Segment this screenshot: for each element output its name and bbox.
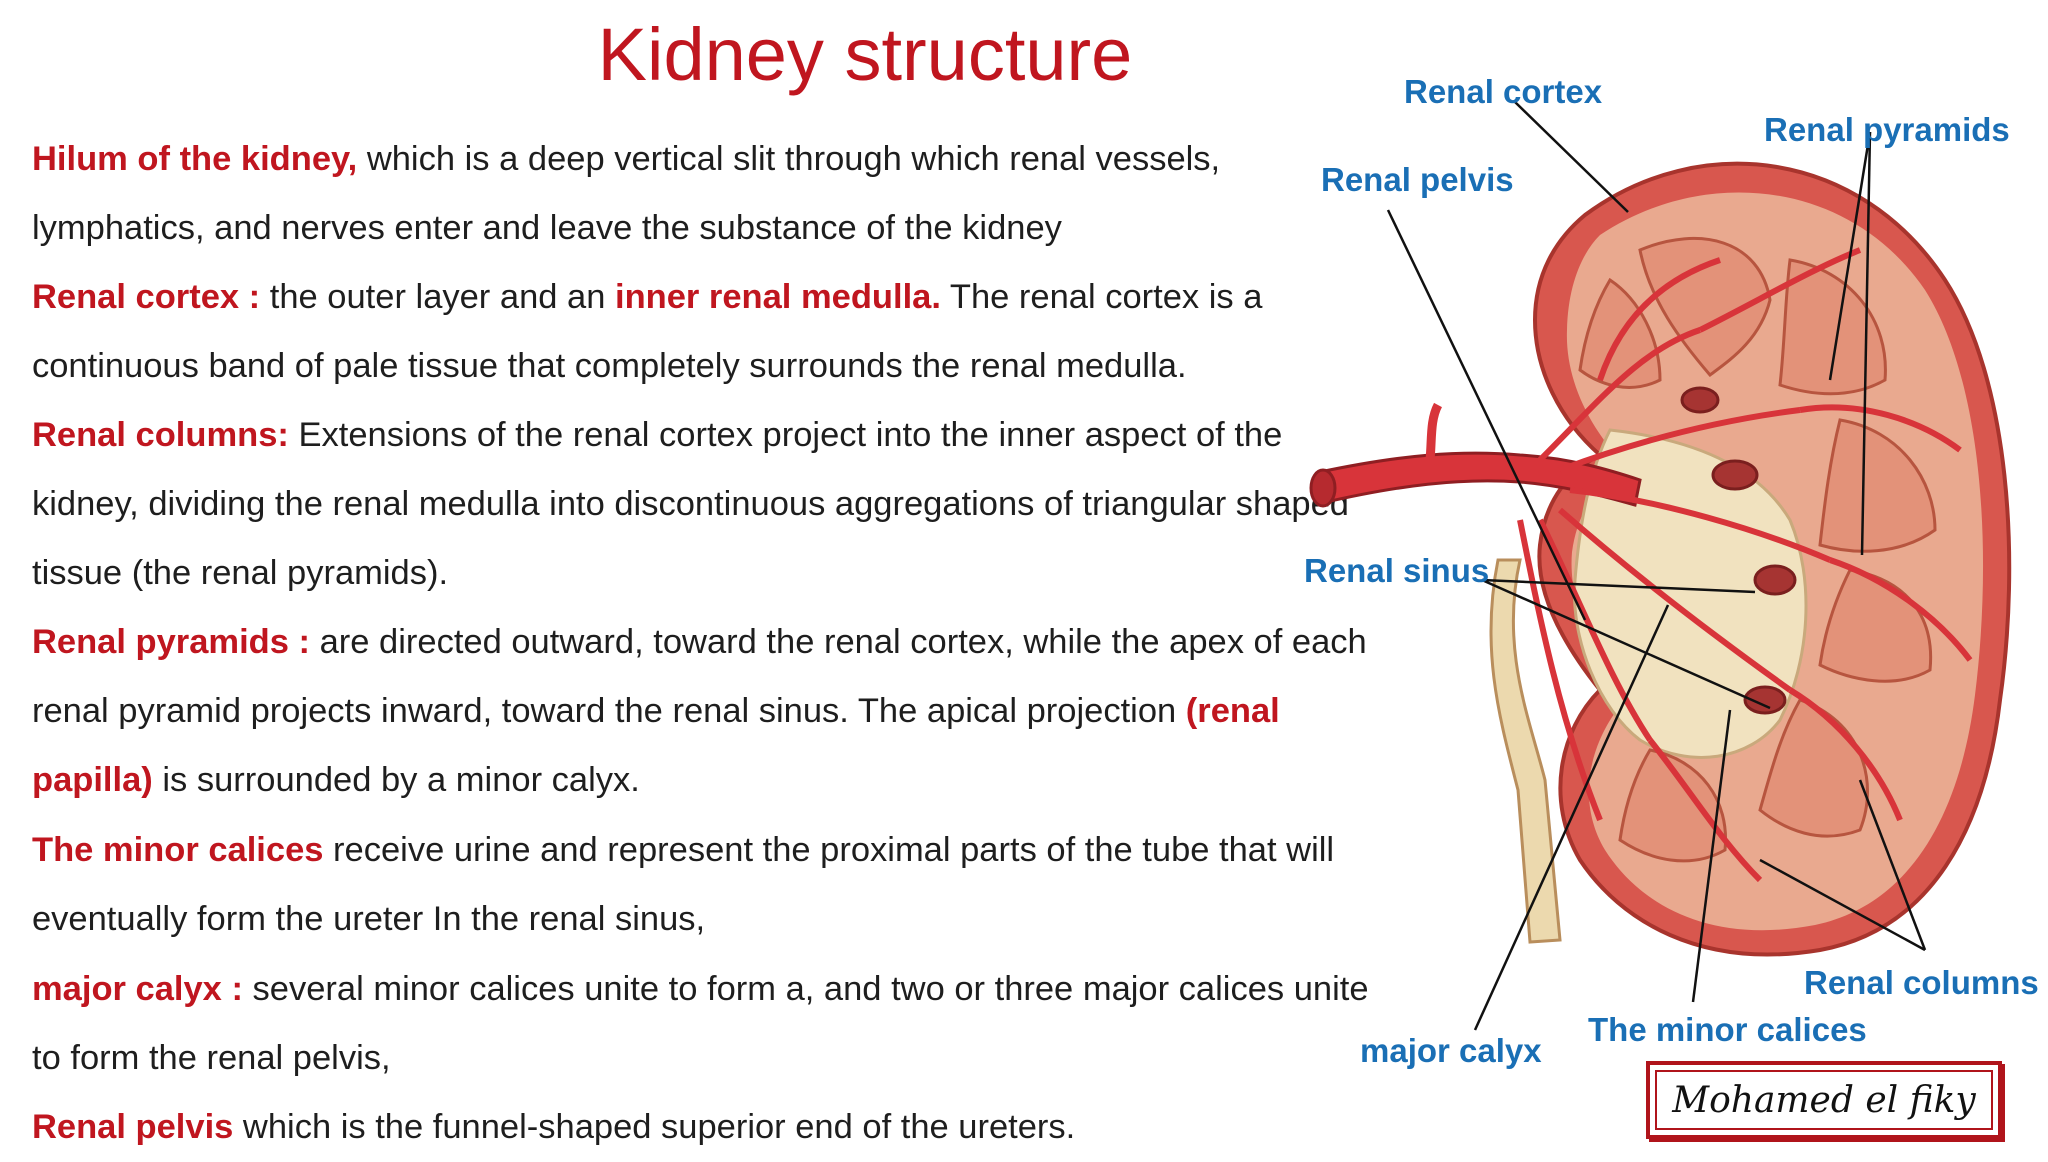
pyramid [1818,418,1937,553]
paragraph-hilum: Hilum of the kidney, which is a deep ver… [32,125,1382,263]
pyramid [1638,236,1772,378]
term-renal-cortex: Renal cortex : [32,278,261,316]
slide-title: Kidney structure [597,13,1133,96]
kidney-illustration: Renal cortex Renal pyramids Renal pelvis… [1280,60,2048,1152]
paragraph-major-calyx: major calyx : several minor calices unit… [32,955,1382,1093]
term-major-calyx: major calyx : [32,970,243,1008]
text-renal-pyramids: are directed outward, toward the renal c… [32,623,1367,730]
minor-calyx [1711,459,1759,491]
term-renal-columns: Renal columns: [32,416,289,454]
text-renal-pelvis: which is the funnel-shaped superior end … [233,1108,1076,1146]
ureter [1489,558,1562,944]
label-renal-cortex: Renal cortex [1404,73,1603,110]
label-renal-pyramids: Renal pyramids [1764,111,2010,148]
author-signature: Mohamed el fiky [1655,1070,1993,1130]
label-renal-sinus: Renal sinus [1304,552,1490,589]
paragraph-renal-cortex: Renal cortex : the outer layer and an in… [32,263,1382,401]
text-renal-cortex: the outer layer and an [260,278,615,316]
text-renal-columns: Extensions of the renal cortex project i… [32,416,1349,592]
paragraph-renal-pelvis: Renal pelvis which is the funnel-shaped … [32,1093,1382,1162]
label-major-calyx: major calyx [1360,1032,1542,1069]
minor-calyx [1753,564,1797,596]
pyramid [1618,748,1728,863]
paragraph-renal-columns: Renal columns: Extensions of the renal c… [32,401,1382,608]
minor-calyx [1743,685,1787,715]
text-renal-cortex-2: The renal cortex is a continuous band of… [32,278,1263,385]
leader-lines [1386,101,1927,1031]
text-renal-pyramids-2: is surrounded by a minor calyx. [152,761,640,799]
paragraph-minor-calices: The minor calices receive urine and repr… [32,816,1382,954]
text-hilum: which is a deep vertical slit through wh… [32,140,1221,247]
term-renal-papilla: (renal papilla) [32,692,1280,799]
renal-sinus-area [1572,428,1808,759]
renal-artery [1318,451,1642,507]
label-renal-pelvis: Renal pelvis [1321,161,1514,198]
term-renal-pyramids: Renal pyramids : [32,623,311,661]
term-minor-calices: The minor calices [32,831,324,869]
label-renal-columns: Renal columns [1804,964,2039,1001]
text-minor-calices: receive urine and represent the proximal… [32,831,1335,938]
term-inner-renal-medulla: inner renal medulla. [615,278,941,316]
text-major-calyx: several minor calices unite to form a, a… [32,970,1369,1077]
artery-branch [1425,402,1443,461]
minor-calyces-group [1680,386,1797,715]
kidney-drawing [1309,101,2012,1031]
minor-calyx [1680,386,1720,414]
pyramid [1778,258,1887,396]
vessel-branches [1517,247,1973,883]
label-minor-calices: The minor calices [1588,1011,1867,1048]
term-hilum: Hilum of the kidney, [32,140,358,178]
author-signature-box: Mohamed el fiky [1646,1061,2002,1139]
renal-artery-opening [1309,468,1337,508]
paragraph-renal-pyramids: Renal pyramids : are directed outward, t… [32,608,1382,815]
term-renal-pelvis: Renal pelvis [32,1108,234,1146]
